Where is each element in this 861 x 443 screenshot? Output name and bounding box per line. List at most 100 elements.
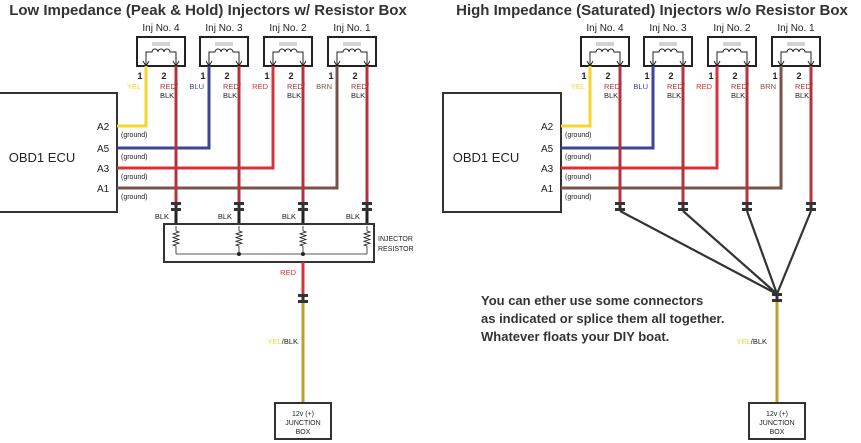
blk-wire-label: BLK [155, 212, 169, 221]
ecu-pin-label: A5 [97, 144, 110, 155]
pin-2-number: 2 [668, 71, 673, 81]
connector-bar-bottom [234, 208, 244, 211]
connector [234, 202, 244, 211]
ground-label: (ground) [121, 174, 147, 181]
injector-resistor-box [163, 223, 375, 263]
signal-wire-red [117, 66, 275, 170]
note-line-3: Whatever floats your DIY boat. [481, 329, 669, 344]
coil-winding [145, 48, 177, 65]
connector-bar-bottom [298, 300, 308, 303]
injector-label: Inj No. 4 [142, 23, 180, 34]
junction-box-line-3: BOX [296, 429, 311, 436]
signal-wire-yellow [561, 66, 592, 128]
pin-1-number: 1 [137, 71, 142, 81]
pin-2-number: 2 [796, 71, 801, 81]
pin1-wire-label: BRN [316, 82, 332, 91]
ecu-label: OBD1 ECU [9, 150, 75, 165]
connector-bar-top [298, 294, 308, 297]
diagram-title-high-impedance: High Impedance (Saturated) Injectors w/o… [456, 2, 848, 19]
ground-label: (ground) [565, 194, 591, 201]
connector-stem [681, 205, 685, 208]
ecu-pin-label: A5 [541, 144, 554, 155]
connector-bar-top [171, 202, 181, 205]
supply-wire-label-yel: YEL [737, 337, 751, 346]
pin2-wire-label-bottom: BLK [795, 91, 809, 100]
injector-box [136, 36, 186, 67]
blk-wire-label: BLK [218, 212, 232, 221]
signal-wire-brown [561, 66, 783, 190]
pin2-wire-label-top: RED/ [160, 82, 179, 91]
injector-label: Inj No. 2 [269, 23, 307, 34]
pin1-wire-label: BLU [633, 82, 648, 91]
junction-box-line-1: 12v (+) [766, 411, 788, 418]
connector-bar-bottom [362, 208, 372, 211]
pin1-wire-label: BLU [189, 82, 204, 91]
signal-wire-brown [117, 66, 339, 190]
connector-bar-bottom [171, 208, 181, 211]
signal-wire-red [561, 66, 719, 170]
junction-box [274, 402, 332, 440]
pin-1-number: 1 [581, 71, 586, 81]
connector-bar-bottom [678, 208, 688, 211]
ecu-pin-label: A2 [541, 122, 554, 133]
coil-winding [272, 48, 304, 65]
coil-winding [589, 48, 621, 65]
blk-wire-label: BLK [346, 212, 360, 221]
splice-wire [745, 210, 779, 295]
pin-1-number: 1 [200, 71, 205, 81]
ecu-pin-label: A2 [97, 122, 110, 133]
connector-bar-top [234, 202, 244, 205]
splice-wire [775, 210, 813, 295]
pin-1-number: 1 [772, 71, 777, 81]
junction-box-line-2: JUNCTION [759, 420, 794, 427]
signal-wire-blue [117, 66, 211, 150]
connector [772, 293, 782, 302]
pin1-wire-label: YEL [571, 82, 585, 91]
connector [298, 202, 308, 211]
supply-wire-label-blk: /BLK [751, 337, 767, 346]
ground-label: (ground) [565, 154, 591, 161]
junction-box [748, 402, 806, 440]
supply-wire-label-blk: /BLK [282, 337, 298, 346]
supply-wire-label: YEL/BLK [268, 337, 298, 346]
diagram-title-low-impedance: Low Impedance (Peak & Hold) Injectors w/… [9, 2, 407, 19]
connector [362, 202, 372, 211]
connector-stem [365, 205, 369, 208]
injector-label: Inj No. 4 [586, 23, 624, 34]
connector-stem [237, 205, 241, 208]
connector-bar-bottom [806, 208, 816, 211]
ecu-pin-label: A3 [97, 164, 110, 175]
resistor-symbol [298, 230, 308, 247]
junction-box-line-3: BOX [770, 429, 785, 436]
ground-label: (ground) [121, 154, 147, 161]
pin-2-number: 2 [161, 71, 166, 81]
ground-label: (ground) [565, 174, 591, 181]
ground-label: (ground) [565, 132, 591, 139]
ground-label: (ground) [121, 132, 147, 139]
junction-box-line-2: JUNCTION [285, 420, 320, 427]
pin2-wire-label-top: RED/ [287, 82, 306, 91]
ecu-pin-label: A1 [97, 184, 110, 195]
ecu-pin-label: A1 [541, 184, 554, 195]
pin2-wire-label-top: RED/ [667, 82, 686, 91]
junction-dot [301, 252, 305, 256]
ground-label: (ground) [121, 194, 147, 201]
injector-box [771, 36, 821, 67]
coil-winding [652, 48, 684, 65]
pin1-wire-label: YEL [127, 82, 141, 91]
connector-stem [809, 205, 813, 208]
injector-box [580, 36, 630, 67]
pin1-wire-label: RED [696, 82, 712, 91]
coil-winding [716, 48, 748, 65]
injector-label: Inj No. 3 [205, 23, 243, 34]
pin2-wire-label-bottom: BLK [287, 91, 301, 100]
connector-bar-bottom [298, 208, 308, 211]
pin2-wire-label-top: RED/ [795, 82, 814, 91]
blk-wire-label: BLK [282, 212, 296, 221]
connector [742, 202, 752, 211]
coil-winding [208, 48, 240, 65]
injector-box [643, 36, 693, 67]
